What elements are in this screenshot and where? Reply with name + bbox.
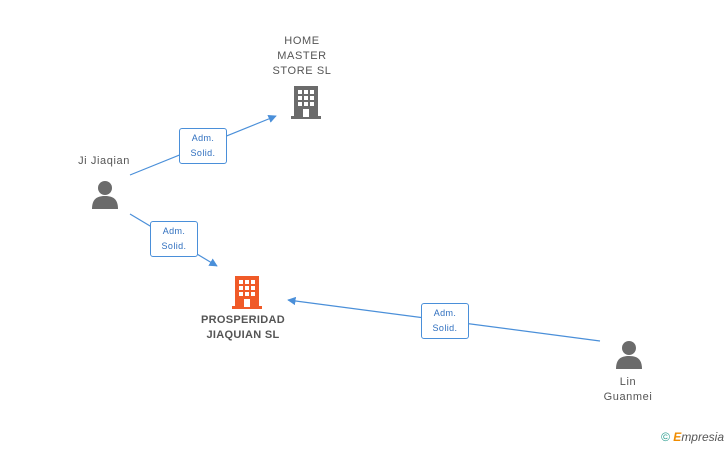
person-node-ji-jiaqian[interactable]: Ji Jiaqian bbox=[64, 154, 144, 169]
brand-logo-initial: E bbox=[673, 430, 682, 444]
brand-footer[interactable]: © Empresia bbox=[661, 430, 724, 444]
person-icon bbox=[616, 341, 642, 369]
edge-label-ji-prosperidad: Adm.Solid. bbox=[150, 221, 198, 257]
brand-logo-text: mpresia bbox=[681, 430, 724, 444]
company-node-home-master[interactable]: HOME MASTER STORE SL bbox=[262, 34, 342, 79]
edge-label-lin-prosperidad: Adm.Solid. bbox=[421, 303, 469, 339]
building-icon bbox=[291, 86, 321, 119]
main-building-icon bbox=[232, 276, 262, 309]
main-company-label: PROSPERIDAD JIAQUIAN SL bbox=[201, 314, 285, 341]
company-label: HOME MASTER STORE SL bbox=[272, 35, 332, 77]
person-label: Lin Guanmei bbox=[603, 376, 653, 403]
company-node-prosperidad[interactable]: PROSPERIDAD JIAQUIAN SL bbox=[188, 313, 298, 343]
person-icon bbox=[92, 181, 118, 209]
copyright-icon: © bbox=[661, 430, 670, 444]
edge-label-ji-home: Adm.Solid. bbox=[179, 128, 227, 164]
person-label: Ji Jiaqian bbox=[78, 155, 130, 167]
person-node-lin-guanmei[interactable]: Lin Guanmei bbox=[588, 375, 668, 405]
